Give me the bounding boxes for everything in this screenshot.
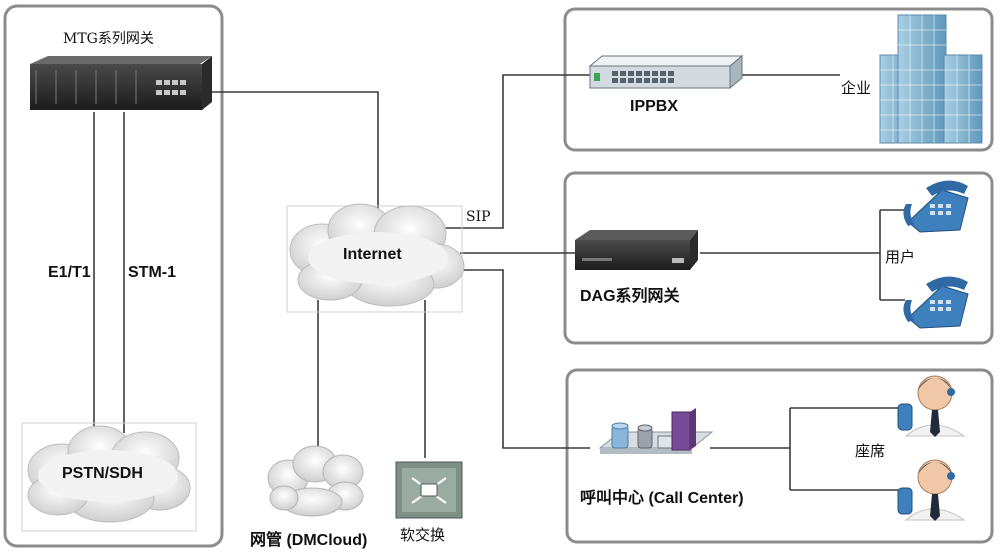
softswitch-icon — [395, 461, 463, 519]
softswitch-label: 软交换 — [400, 527, 446, 544]
ippbx-label: IPPBX — [630, 98, 679, 115]
call-center-label: 呼叫中心 (Call Center) — [580, 490, 744, 507]
switch-icon — [588, 54, 744, 90]
internet-cloud-icon — [286, 203, 465, 313]
dmcloud-cloud-icon — [267, 445, 364, 517]
ippbx-frame — [563, 7, 994, 152]
connection-lines — [93, 74, 905, 491]
phone-icon — [903, 276, 969, 329]
agent-icon — [897, 375, 966, 437]
mtg-frame — [3, 4, 224, 548]
dag-gateway-label: DAG系列网关 — [580, 288, 680, 305]
pstn-sdh-label: PSTN/SDH — [62, 465, 143, 482]
sip-label: SIP — [466, 209, 491, 225]
gateway-rack-icon — [30, 56, 212, 110]
gateway-box-icon — [575, 230, 698, 270]
building-icon — [879, 14, 983, 144]
agent-label: 座席 — [855, 443, 886, 460]
callcenter-frame — [565, 368, 994, 544]
internet-label: Internet — [343, 246, 402, 263]
phone-icon — [903, 180, 969, 233]
server-icon — [598, 408, 714, 454]
agent-icon — [897, 459, 966, 521]
mtg-gateway-label: MTG系列网关 — [63, 31, 154, 47]
e1t1-label: E1/T1 — [48, 264, 91, 281]
dag-frame — [563, 171, 994, 345]
stm1-label: STM-1 — [128, 264, 176, 281]
pstn-cloud-icon — [21, 422, 197, 532]
user-label: 用户 — [885, 249, 916, 266]
dmcloud-label: 网管 (DMCloud) — [250, 532, 368, 549]
enterprise-label: 企业 — [841, 80, 872, 97]
